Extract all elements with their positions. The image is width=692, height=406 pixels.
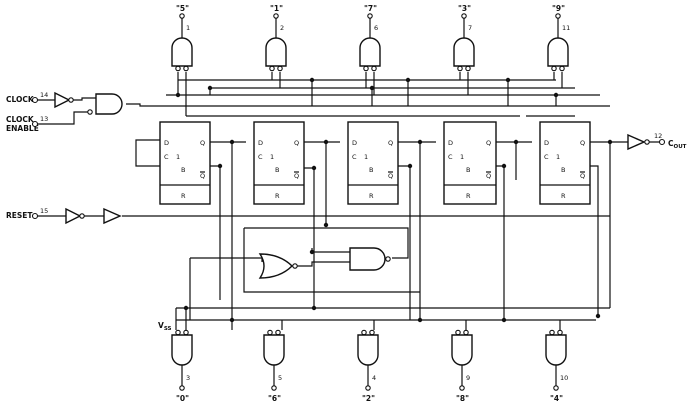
cout-pin: 12 (654, 132, 662, 140)
wiring (38, 72, 660, 330)
reset-input: RESET 15 (6, 207, 48, 220)
ff-d-label: D (164, 139, 169, 147)
ff-r-label: R (561, 192, 566, 200)
ff-c-label: C (164, 153, 169, 161)
enable-bubble (87, 109, 93, 115)
flip-flop-4: D Q C 1 B Q R (443, 121, 497, 205)
ff-one-label: 1 (364, 153, 368, 161)
bottom-pin-8: 9 (466, 374, 470, 382)
ff-q-label: Q (200, 139, 205, 147)
ff-one-label: 1 (176, 153, 180, 161)
reset-inverter (65, 207, 85, 225)
ff-qbar-label: Q (486, 172, 491, 180)
ff-b-label: B (181, 166, 185, 174)
cout-buffer: 12 COUT (627, 132, 687, 151)
top-label-1: "1" (270, 4, 283, 13)
bottom-label-2: "2" (362, 394, 375, 403)
flip-flop-2: D Q C 1 B Q R (253, 121, 305, 205)
top-gate-7: 6 "7" (359, 4, 381, 72)
top-pin-1: 2 (280, 24, 284, 32)
top-label-3: "3" (458, 4, 471, 13)
bottom-pin-2: 4 (372, 374, 376, 382)
bottom-gate-6: 5 "6" (263, 329, 285, 403)
top-gate-5: 1 "5" (171, 4, 193, 72)
clock-input: CLOCK 14 (6, 91, 48, 104)
bottom-pin-0: 3 (186, 374, 190, 382)
flip-flop-3: D Q C 1 B Q R (347, 121, 399, 205)
ff-one-label: 1 (556, 153, 560, 161)
clock-enable-label-1: CLOCK (6, 115, 35, 124)
top-gate-1: 2 "1" (265, 4, 287, 72)
bottom-label-0: "0" (176, 394, 189, 403)
bottom-pin-4: 10 (560, 374, 568, 382)
reset-pin: 15 (40, 207, 48, 215)
top-decode-gates: 1 "5" 2 "1" 6 "7" 7 "3" (171, 4, 570, 72)
ff-c-label: C (352, 153, 357, 161)
ff-b-label: B (466, 166, 470, 174)
ff-d-label: D (544, 139, 549, 147)
flip-flop-5: D Q C 1 B Q R (539, 121, 591, 205)
ff-qbar-label: Q (580, 172, 585, 180)
bottom-label-8: "8" (456, 394, 469, 403)
bottom-pin-6: 5 (278, 374, 282, 382)
nand-gate-right (349, 247, 391, 271)
bottom-gate-0: 3 "0" (171, 329, 193, 403)
ff-b-label: B (369, 166, 373, 174)
ff-d-label: D (258, 139, 263, 147)
reset-buffer (103, 207, 122, 225)
ff-c-label: C (544, 153, 549, 161)
top-label-9: "9" (552, 4, 565, 13)
ff-r-label: R (369, 192, 374, 200)
ff-b-label: B (561, 166, 565, 174)
clock-enable-input: CLOCK ENABLE 13 (6, 115, 48, 133)
ff-d-label: D (352, 139, 357, 147)
ff-r-label: R (466, 192, 471, 200)
clock-and-gate (95, 93, 123, 115)
ff-r-label: R (275, 192, 280, 200)
flip-flops: D Q C 1 B Q R D Q C 1 B Q R D Q C 1 (159, 121, 591, 205)
ff-c-label: C (448, 153, 453, 161)
clock-pin: 14 (40, 91, 48, 99)
ff-one-label: 1 (270, 153, 274, 161)
top-gate-9: 11 "9" (547, 4, 570, 72)
top-pin-5: 1 (186, 24, 190, 32)
junction-dots (175, 77, 613, 323)
bottom-label-6: "6" (268, 394, 281, 403)
ff-q-label: Q (294, 139, 299, 147)
ff-c-label: C (258, 153, 263, 161)
ff-r-label: R (181, 192, 186, 200)
ff-one-label: 1 (460, 153, 464, 161)
ff-d-label: D (448, 139, 453, 147)
bottom-gate-4: 10 "4" (545, 329, 568, 403)
ff-b-label: B (275, 166, 279, 174)
clock-label: CLOCK (6, 95, 35, 104)
top-label-5: "5" (176, 4, 189, 13)
top-label-7: "7" (364, 4, 377, 13)
flip-flop-1: D Q C 1 B Q R (159, 121, 211, 205)
nor-gate-left (258, 253, 298, 279)
reset-label: RESET (6, 211, 33, 220)
ff-q-label: Q (486, 139, 491, 147)
top-gate-3: 7 "3" (453, 4, 475, 72)
clock-enable-pin: 13 (40, 115, 48, 123)
cout-label: COUT (668, 139, 687, 150)
ff-qbar-label: Q (294, 172, 299, 180)
bottom-gate-8: 9 "8" (451, 329, 473, 403)
clock-inverter (54, 91, 74, 109)
svg-text:VSS: VSS (158, 321, 172, 332)
vss-label: VSS (158, 308, 177, 332)
ff-qbar-label: Q (200, 172, 205, 180)
top-pin-7: 6 (374, 24, 378, 32)
ff-q-label: Q (388, 139, 393, 147)
top-pin-9: 11 (562, 24, 570, 32)
top-pin-3: 7 (468, 24, 472, 32)
clock-enable-label-2: ENABLE (6, 124, 39, 133)
ff-q-label: Q (580, 139, 585, 147)
bottom-decode-gates: 3 "0" 5 "6" 4 "2" 9 "8" (171, 329, 568, 403)
ff-qbar-label: Q (388, 172, 393, 180)
bottom-gate-2: 4 "2" (357, 329, 379, 403)
bottom-label-4: "4" (550, 394, 563, 403)
